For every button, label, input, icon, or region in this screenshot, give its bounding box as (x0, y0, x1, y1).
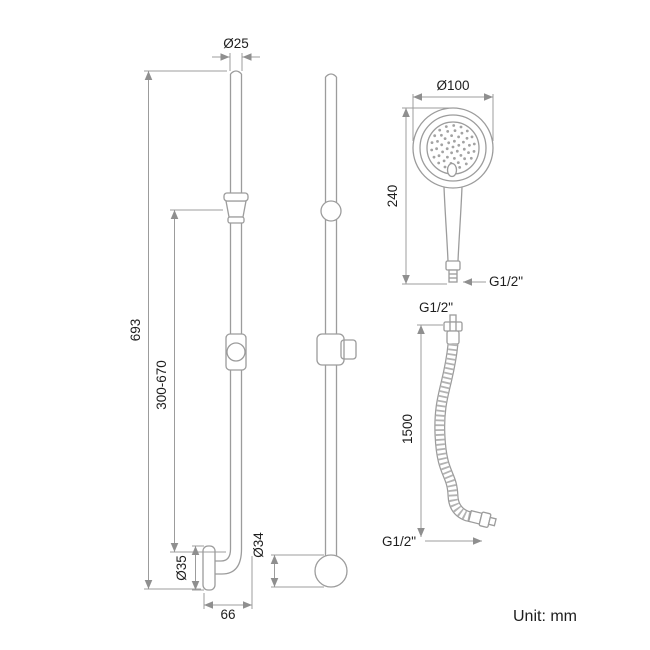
unit-note: Unit: mm (513, 608, 577, 625)
hand-shower (412, 107, 494, 283)
hose-bottom-fitting (467, 509, 497, 528)
dim-label-hose-bottom-connection: G1/2" (382, 534, 416, 549)
dim-label-rail-diameter: Ø25 (223, 36, 249, 51)
slide-rail-side-view (314, 73, 357, 588)
dim-label-total-height: 693 (128, 319, 143, 342)
dim-label-handshower-connection: G1/2" (489, 274, 523, 289)
hose-dimensions: G1/2" 1500 G1/2" (382, 300, 482, 549)
dim-label-flange-diameter: Ø35 (174, 555, 189, 581)
hand-shower-dimensions: Ø100 240 G1/2" (385, 78, 523, 289)
front-view-dimensions: Ø25 693 300-670 Ø35 66 (128, 36, 260, 622)
dim-label-adjustable-range: 300-670 (154, 360, 169, 410)
dim-label-hose-top-connection: G1/2" (419, 300, 453, 315)
shower-hose (434, 314, 497, 528)
dim-label-head-diameter: Ø100 (436, 78, 469, 93)
side-view-dimensions: Ø34 (251, 532, 324, 588)
dim-label-handshower-length: 240 (385, 185, 400, 208)
slide-rail-front-view (202, 70, 249, 591)
dim-label-hose-length: 1500 (400, 414, 415, 444)
dim-label-base-offset: 66 (220, 607, 235, 622)
dim-label-base-diameter: Ø34 (251, 532, 266, 558)
